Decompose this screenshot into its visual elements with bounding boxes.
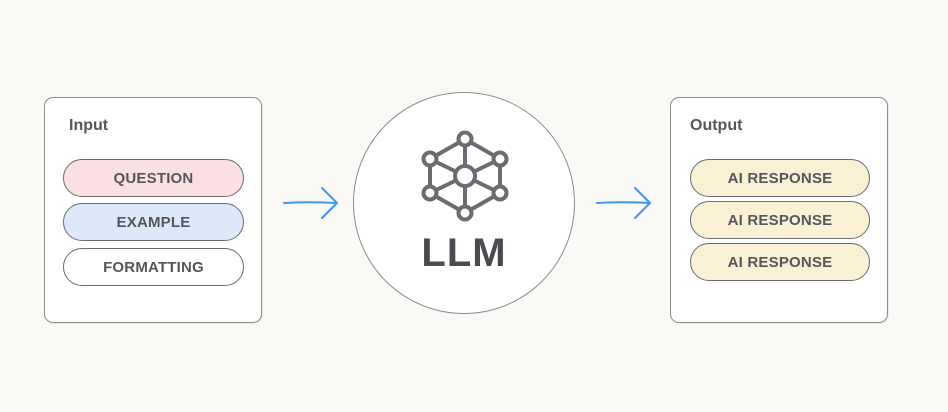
input-title: Input (69, 117, 109, 134)
output-card: Output AI RESPONSE AI RESPONSE AI RESPON… (670, 97, 888, 323)
input-item-formatting: FORMATTING (63, 248, 244, 286)
output-item-response: AI RESPONSE (690, 201, 870, 239)
llm-label: LLM (421, 231, 507, 275)
output-title: Output (690, 117, 743, 134)
llm-node: LLM (353, 92, 575, 314)
output-item-response: AI RESPONSE (690, 243, 870, 281)
input-item-question: QUESTION (63, 159, 244, 197)
input-item-example: EXAMPLE (63, 203, 244, 241)
input-card: Input QUESTION EXAMPLE FORMATTING (44, 97, 262, 323)
network-graph-icon (421, 130, 509, 222)
output-item-response: AI RESPONSE (690, 159, 870, 197)
arrow-right-icon (596, 187, 651, 219)
arrow-right-icon (283, 187, 338, 219)
